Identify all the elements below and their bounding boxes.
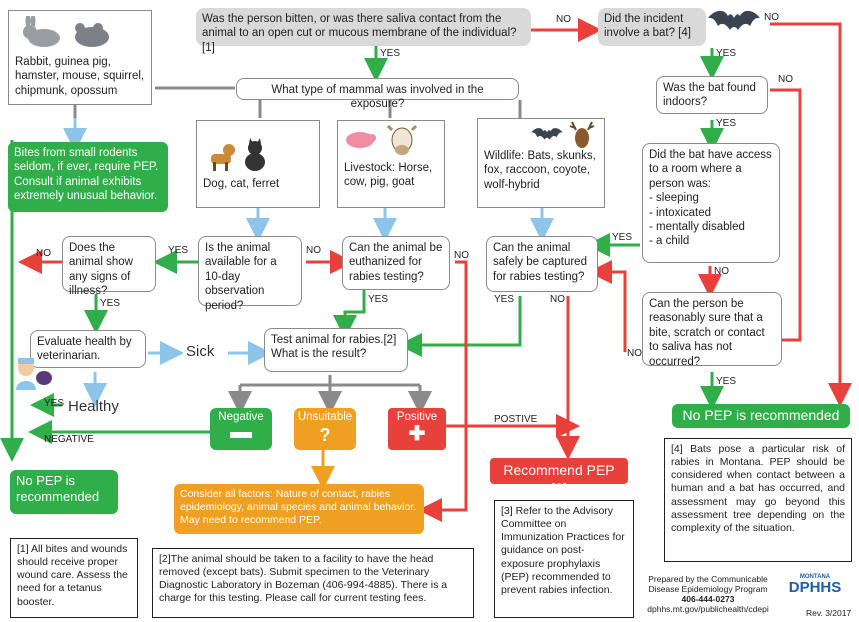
question-mammal-type: What type of mammal was involved in the … — [236, 78, 519, 110]
no-pep-left: No PEP is recommended — [10, 470, 118, 514]
bat-access-item: - a child — [649, 235, 690, 248]
unsuitable-label: Unsuitable — [297, 411, 353, 423]
veterinarian-icon — [14, 356, 54, 390]
rabbit-icon — [20, 14, 66, 48]
result-negative: Negative — [210, 408, 272, 450]
no-label: NO — [550, 294, 565, 305]
cow-icon — [386, 124, 418, 158]
question-bat: Did the incident involve a bat? [4] — [598, 8, 706, 46]
yes-label: YES — [44, 398, 65, 409]
footer-phone: 406-444-0273 — [681, 594, 735, 604]
bat-access-question-text: Did the bat have access to a room where … — [649, 149, 772, 190]
footnote-2: [2]The animal should be taken to a facil… — [152, 548, 474, 618]
question-bitten: Was the person bitten, or was there sali… — [196, 8, 531, 54]
negative-label: Negative — [218, 411, 264, 423]
question-reasonably-sure: Can the person be reasonably sure that a… — [642, 292, 782, 368]
mouse-icon — [68, 20, 114, 48]
result-positive: Positive ✚ — [388, 408, 446, 450]
minus-icon — [230, 432, 252, 439]
sick-label: Sick — [186, 343, 215, 360]
yes-label: YES — [612, 232, 633, 243]
yes-label: YES — [168, 245, 189, 256]
dphhs-logo: MONTANA DPHHS — [780, 574, 850, 608]
no-label: NO — [714, 266, 729, 277]
small-rodents-note: Bites from small rodents seldom, if ever… — [8, 142, 168, 212]
question-observation: Is the animal available for a 10-day obs… — [198, 236, 302, 312]
no-label: NO — [778, 74, 793, 85]
yes-label: YES — [716, 48, 737, 59]
healthy-label: Healthy — [68, 398, 119, 415]
test-animal-box: Test animal for rabies.[2] What is the r… — [264, 328, 408, 372]
footer-url: dphhs.mt.gov/publichealth/cdepi — [647, 604, 769, 614]
yes-label: YES — [716, 376, 737, 387]
no-label: NO — [36, 248, 51, 259]
footnote-1: [1] All bites and wounds should receive … — [10, 538, 138, 618]
bat-access-item: - sleeping — [649, 192, 699, 205]
deer-icon — [566, 120, 598, 150]
revision: Rev. 3/2017 — [806, 608, 852, 618]
logo-text: DPHHS — [788, 579, 842, 596]
recommend-pep: Recommend PEP [3] — [490, 458, 628, 496]
wildlife-text: Wildlife: Bats, skunks, fox, raccoon, co… — [484, 150, 596, 191]
bat-icon — [706, 4, 762, 44]
no-label: NO — [306, 245, 321, 256]
pig-icon — [344, 128, 376, 150]
no-label: NO — [556, 14, 571, 25]
footer-credits: Prepared by the Communicable Disease Epi… — [646, 574, 770, 614]
no-label: NO — [764, 12, 779, 23]
footnote-4: [4] Bats pose a particular risk of rabie… — [664, 438, 852, 562]
bat-small-icon — [530, 124, 564, 148]
yes-label: YES — [100, 298, 121, 309]
positive-label: Positive — [396, 411, 438, 423]
consider-factors: Consider all factors: Nature of contact,… — [174, 484, 424, 534]
negative-arrow-label: NEGATIVE — [44, 434, 94, 445]
footer-prepared: Prepared by the Communicable Disease Epi… — [648, 574, 768, 594]
no-pep-right: No PEP is recommended — [672, 404, 850, 428]
bat-access-item: - intoxicated — [649, 206, 712, 219]
dog-cat-ferret-text: Dog, cat, ferret — [203, 178, 280, 190]
question-illness: Does the animal show any signs of illnes… — [62, 236, 156, 297]
postive-label: POSTIVE — [494, 414, 538, 425]
yes-label: YES — [716, 118, 737, 129]
no-label: NO — [454, 250, 469, 261]
livestock-text: Livestock: Horse, cow, pig, goat — [344, 162, 433, 189]
question-bat-access: Did the bat have access to a room where … — [642, 143, 780, 263]
footnote-3: [3] Refer to the Advisory Committee on I… — [494, 500, 634, 618]
dog-icon — [205, 142, 237, 172]
small-mammals-text: Rabbit, guinea pig, hamster, mouse, squi… — [15, 56, 145, 97]
question-euthanized: Can the animal be euthanized for rabies … — [342, 236, 450, 290]
yes-label: YES — [368, 294, 389, 305]
question-mark-icon: ? — [319, 425, 331, 446]
yes-label: YES — [494, 294, 515, 305]
logo-state: MONTANA — [799, 574, 831, 580]
no-label: NO — [627, 348, 642, 359]
cat-icon — [240, 138, 270, 172]
yes-label: YES — [380, 48, 401, 59]
result-unsuitable: Unsuitable ? — [294, 408, 356, 450]
question-captured: Can the animal safely be captured for ra… — [486, 236, 598, 292]
bat-access-item: - mentally disabled — [649, 220, 745, 233]
plus-icon: ✚ — [408, 423, 426, 446]
question-bat-indoors: Was the bat found indoors? — [656, 76, 768, 114]
evaluate-health-box: Evaluate health by veterinarian. — [30, 330, 146, 368]
